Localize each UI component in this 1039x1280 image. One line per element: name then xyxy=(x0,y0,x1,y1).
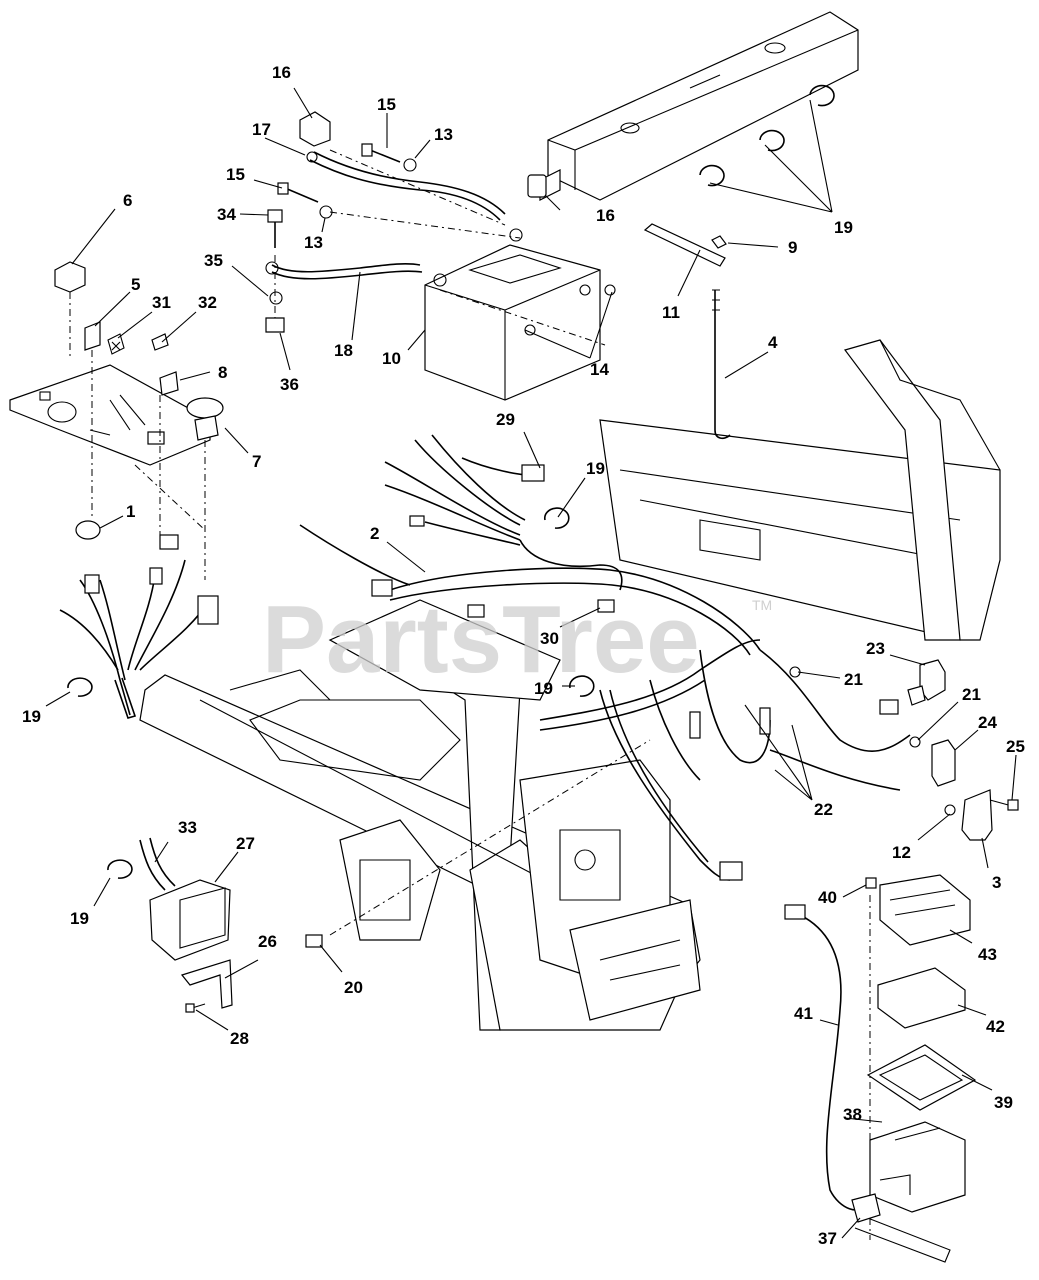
callout-22: 22 xyxy=(814,800,833,819)
hold-down-rod xyxy=(643,223,731,440)
control-panel xyxy=(9,261,224,719)
battery-assembly xyxy=(265,111,616,401)
watermark-text: PartsTree xyxy=(262,586,700,693)
callout-labels: 16 15 13 17 15 34 13 16 19 9 6 35 5 31 3… xyxy=(22,63,1025,1248)
callout-32: 32 xyxy=(198,293,217,312)
callout-19: 19 xyxy=(22,707,41,726)
chassis-frame xyxy=(139,339,1001,1031)
callout-39: 39 xyxy=(994,1093,1013,1112)
callout-31: 31 xyxy=(152,293,171,312)
callout-43: 43 xyxy=(978,945,997,964)
callout-20: 20 xyxy=(344,978,363,997)
callout-3: 3 xyxy=(992,873,1001,892)
callout-27: 27 xyxy=(236,834,255,853)
callout-16: 16 xyxy=(596,206,615,225)
callout-19: 19 xyxy=(534,679,553,698)
callout-13: 13 xyxy=(304,233,323,252)
callout-25: 25 xyxy=(1006,737,1025,756)
callout-36: 36 xyxy=(280,375,299,394)
dash-frame-plate xyxy=(527,11,859,201)
callout-34: 34 xyxy=(217,205,236,224)
callout-10: 10 xyxy=(382,349,401,368)
callout-1: 1 xyxy=(126,502,135,521)
callout-7: 7 xyxy=(252,452,261,471)
horn-assembly xyxy=(107,739,651,1013)
right-components xyxy=(789,659,1019,841)
callout-8: 8 xyxy=(218,363,227,382)
callout-19: 19 xyxy=(586,459,605,478)
callout-40: 40 xyxy=(818,888,837,907)
callout-12: 12 xyxy=(892,843,911,862)
callout-21: 21 xyxy=(844,670,863,689)
callout-28: 28 xyxy=(230,1029,249,1048)
callout-33: 33 xyxy=(178,818,197,837)
callout-18: 18 xyxy=(334,341,353,360)
callout-4: 4 xyxy=(768,333,778,352)
callout-15: 15 xyxy=(226,165,245,184)
leader-lines xyxy=(45,87,1017,1239)
callout-42: 42 xyxy=(986,1017,1005,1036)
callout-14: 14 xyxy=(590,360,609,379)
callout-17: 17 xyxy=(252,120,271,139)
callout-2: 2 xyxy=(370,524,379,543)
callout-29: 29 xyxy=(496,410,515,429)
callout-16: 16 xyxy=(272,63,291,82)
callout-9: 9 xyxy=(788,238,797,257)
callout-19: 19 xyxy=(70,909,89,928)
callout-21: 21 xyxy=(962,685,981,704)
callout-19: 19 xyxy=(834,218,853,237)
callout-13: 13 xyxy=(434,125,453,144)
callout-24: 24 xyxy=(978,713,997,732)
callout-30: 30 xyxy=(540,629,559,648)
callout-41: 41 xyxy=(794,1004,813,1023)
callout-15: 15 xyxy=(377,95,396,114)
callout-6: 6 xyxy=(123,191,132,210)
callout-35: 35 xyxy=(204,251,223,270)
callout-26: 26 xyxy=(258,932,277,951)
callout-11: 11 xyxy=(662,303,680,322)
callout-5: 5 xyxy=(131,275,140,294)
callout-37: 37 xyxy=(818,1229,837,1248)
callout-38: 38 xyxy=(843,1105,862,1124)
hour-meter-stack xyxy=(784,874,977,1263)
callout-23: 23 xyxy=(866,639,885,658)
main-harness xyxy=(299,434,911,881)
watermark-trademark: TM xyxy=(752,597,772,613)
